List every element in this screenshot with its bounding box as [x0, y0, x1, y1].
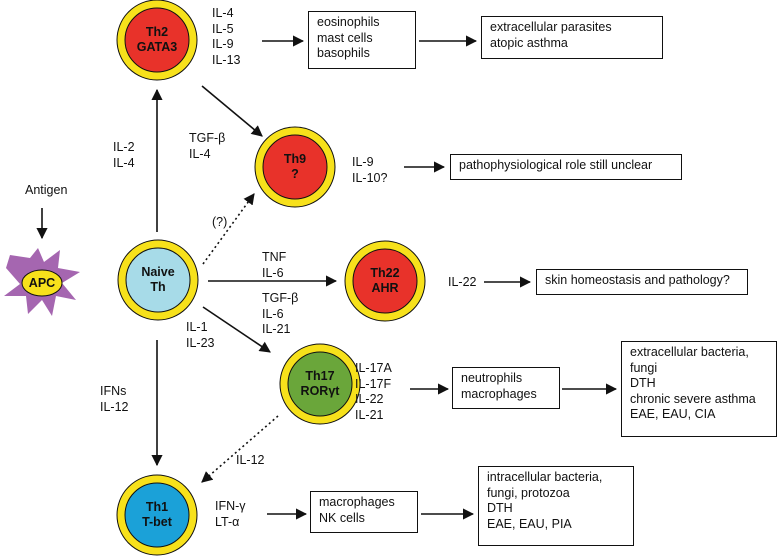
th17-secreted-cytokines: IL-17A IL-17F IL-22 IL-21: [355, 361, 392, 422]
th1-outcome-box: intracellular bacteria, fungi, protozoa …: [478, 466, 634, 546]
apc-label: APC: [28, 275, 56, 290]
naive-cell-label: Naive Th: [141, 265, 175, 294]
th2-cell-label: Th2 GATA3: [136, 25, 178, 54]
arrow-naive-th9: [202, 193, 255, 265]
cytokines-to-th9: TGF-β IL-4: [189, 131, 226, 161]
th17-cell-label: Th17 RORγt: [300, 369, 340, 398]
arrow-th17-th1: [201, 415, 279, 483]
th2-effector-box: eosinophils mast cells basophils: [308, 11, 416, 69]
cytokines-to-th17-extra: IL-1 IL-23: [186, 320, 215, 350]
th17-effector-box: neutrophils macrophages: [452, 367, 560, 409]
cell-naive: [117, 239, 199, 321]
th22-cell-label: Th22 AHR: [370, 266, 400, 295]
arrow-naive-th17: [202, 306, 271, 353]
cytokine-th17-to-th1: IL-12: [236, 453, 265, 467]
th2-secreted-cytokines: IL-4 IL-5 IL-9 IL-13: [212, 6, 241, 67]
cytokines-to-th1: IFNs IL-12: [100, 384, 129, 414]
cytokines-to-th2: IL-2 IL-4: [113, 140, 135, 170]
cell-th9: [254, 126, 336, 208]
th1-secreted-cytokines: IFN-γ LT-α: [215, 499, 246, 529]
cell-th2: [116, 0, 198, 81]
cytokines-to-th22: TNF IL-6: [262, 250, 287, 280]
arrows: [36, 35, 618, 520]
th22-secreted-cytokines: IL-22: [448, 275, 477, 289]
th17-outcome-box: extracellular bacteria, fungi DTH chroni…: [621, 341, 777, 437]
th2-outcome-box: extracellular parasites atopic asthma: [481, 16, 663, 59]
th9-secreted-cytokines: IL-9 IL-10?: [352, 155, 388, 185]
th1-cell-label: Th1 T-bet: [142, 500, 172, 529]
cytokines-to-th17: TGF-β IL-6 IL-21: [262, 291, 299, 336]
cell-th17: [279, 343, 361, 425]
th9-outcome-box: pathophysiological role still unclear: [450, 154, 682, 180]
th1-effector-box: macrophages NK cells: [310, 491, 418, 533]
antigen-label: Antigen: [25, 183, 68, 197]
th9-cell-label: Th9 ?: [283, 152, 307, 181]
cell-th1: [116, 474, 198, 556]
cell-th22: [344, 240, 426, 322]
th9-uncertain-note: (?): [212, 215, 228, 229]
apc-cell: [4, 248, 80, 316]
arrow-th2-th9: [201, 85, 263, 137]
th22-outcome-box: skin homeostasis and pathology?: [536, 269, 748, 295]
